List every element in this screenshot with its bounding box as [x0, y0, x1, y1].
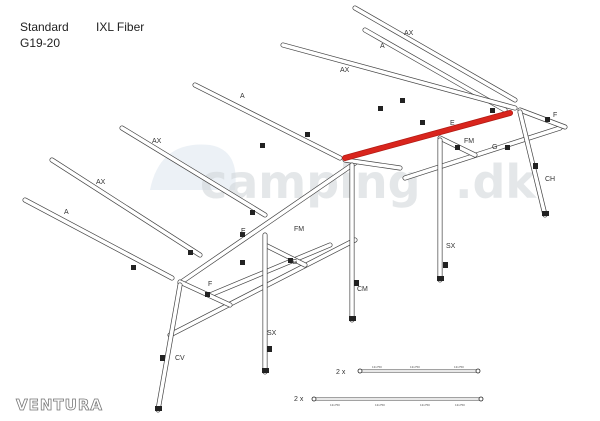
end-cap-icon [357, 368, 363, 374]
watermark-text-left: camping [200, 155, 421, 209]
label-ax-left: AX [152, 138, 162, 145]
product-name: IXL Fiber [96, 20, 145, 34]
segment-length: 13x750 [410, 365, 420, 369]
label-a-top: A [380, 43, 385, 50]
segment-length: 13x750 [375, 403, 385, 407]
label-a-mid: A [240, 93, 245, 100]
segment-length: 13x750 [330, 403, 340, 407]
label-fm-left: FM [294, 226, 304, 233]
leg-poles [155, 109, 548, 413]
label-fm-right: FM [464, 138, 474, 145]
label-ax-top: AX [404, 30, 414, 37]
label-ch: CH [545, 176, 555, 183]
segment-length: 13x750 [455, 403, 465, 407]
label-sx-right: SX [446, 243, 456, 250]
label-f-left: F [208, 281, 212, 288]
standard-label: Standard [20, 20, 69, 34]
label-ax-far-left: AX [96, 179, 106, 186]
watermark-text-right: .dk [455, 155, 537, 209]
ventura-logo: VENTURA [16, 396, 103, 415]
end-cap-icon [478, 396, 484, 402]
spare-kit-1: 2 x 13x750 13x750 13x750 [336, 365, 481, 376]
segment-length: 13x750 [454, 365, 464, 369]
label-f-right: F [553, 112, 557, 119]
label-a-left: A [64, 209, 69, 216]
label-e-left: E [241, 228, 246, 235]
label-cm: CM [357, 286, 368, 293]
kit-2-quantity: 2 x [294, 396, 304, 403]
label-e-right: E [450, 120, 455, 127]
part-labels: AX A AX A AX AX A E E FM FM G G F F CV S… [64, 30, 557, 362]
end-cap-icon [475, 368, 481, 374]
label-cv: CV [175, 355, 185, 362]
ridge-bars [167, 107, 568, 338]
label-g-right: G [492, 144, 497, 151]
end-cap-icon [311, 396, 317, 402]
segment-length: 13x750 [372, 365, 382, 369]
spare-kit-2: 2 x 13x750 13x750 13x750 13x750 [294, 396, 484, 407]
label-ax-mid: AX [340, 67, 350, 74]
label-sx-left: SX [267, 330, 277, 337]
clamp-icons [131, 98, 550, 411]
segment-length: 13x750 [420, 403, 430, 407]
highlighted-part-e[interactable] [342, 110, 513, 161]
label-g-left: G [292, 259, 297, 266]
kit-1-quantity: 2 x [336, 369, 346, 376]
rafter-poles [22, 5, 518, 281]
model-code: G19-20 [20, 36, 61, 50]
